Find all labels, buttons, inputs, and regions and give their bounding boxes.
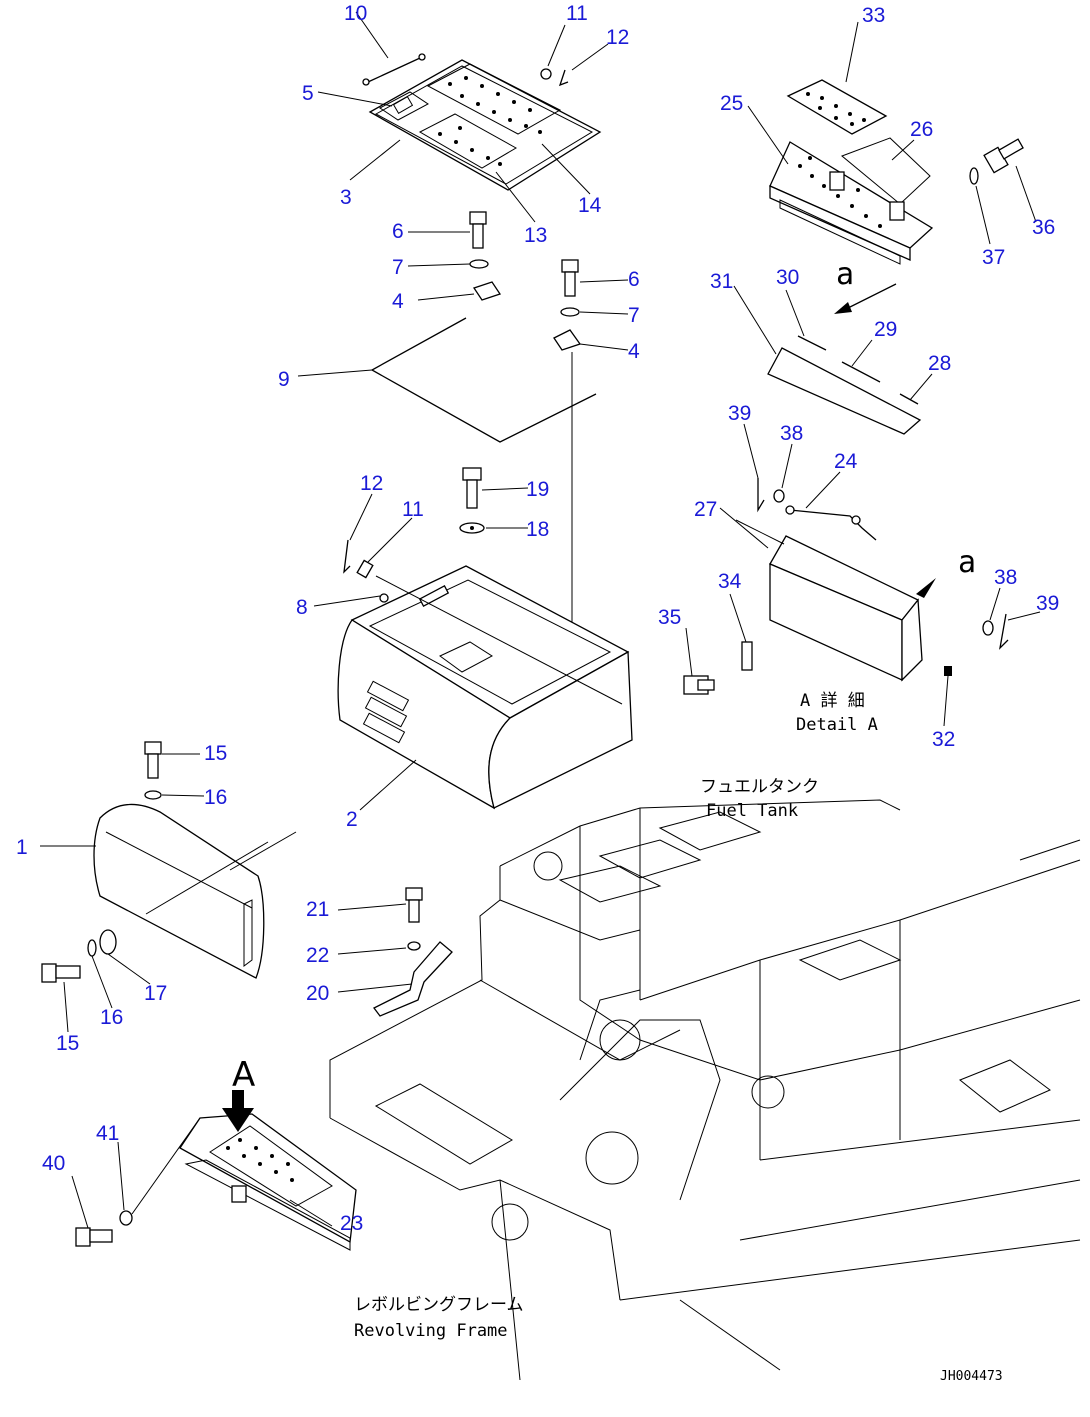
callout-13: 13 [524,224,547,247]
callout-10: 10 [344,2,367,25]
callout-5: 5 [302,82,314,105]
seal-9 [370,317,597,443]
callout-32: 32 [932,728,955,751]
drawing-code: JH004473 [940,1369,1003,1384]
callout-33: 33 [862,4,885,27]
callout-31: 31 [710,270,733,293]
callout-8: 8 [296,596,308,619]
bolt-19 [459,467,485,534]
callout-34: 34 [718,570,742,593]
callout-26: 26 [910,118,933,141]
callout-39: 39 [1036,592,1059,615]
callout-17: 17 [144,982,167,1005]
callout-25: 25 [720,92,743,115]
bolt-6-left [469,211,502,301]
bolt-6-right [553,259,582,640]
callout-6: 6 [628,268,640,291]
callout-18: 18 [526,518,549,541]
callout-37: 37 [982,246,1005,269]
callout-6: 6 [392,220,404,243]
callout-28: 28 [928,352,951,375]
revolving-frame [329,799,1081,1381]
detail-a-en: Detail A [796,715,878,735]
bracket-20 [373,887,453,1017]
fuel-tank-en: Fuel Tank [706,801,798,821]
callout-9: 9 [278,368,290,391]
battery-box-2 [337,565,633,810]
callout-11: 11 [566,2,588,25]
callout-15: 15 [56,1032,79,1055]
callout-35: 35 [658,606,681,629]
fuel-tank-jp: フュエルタンク [700,777,819,797]
callout-36: 36 [1032,216,1055,239]
callout-4: 4 [628,340,640,363]
callout-15: 15 [204,742,227,765]
callout-numbers: 10 11 12 5 3 13 14 6 7 4 6 7 4 9 19 18 1… [16,2,1059,1235]
callout-19: 19 [526,478,549,501]
inner-cover-31 [767,283,922,435]
callout-7: 7 [392,256,404,279]
callout-3: 3 [340,186,352,209]
callout-1: 1 [16,836,28,859]
callout-16: 16 [100,1006,123,1029]
callout-2: 2 [346,808,358,831]
callout-27: 27 [694,498,717,521]
callout-24: 24 [834,450,858,473]
side-cover-1 [41,741,297,983]
pin-12-left [343,539,351,574]
revolving-frame-jp: レボルビングフレーム [354,1295,524,1315]
nut-11-left [356,559,374,579]
callout-30: 30 [776,266,799,289]
callout-29: 29 [874,318,897,341]
step-23 [75,1090,357,1251]
callout-40: 40 [42,1152,65,1175]
callout-21: 21 [306,898,329,921]
callout-12: 12 [360,472,383,495]
callout-38: 38 [994,566,1017,589]
view-marker-a: a [836,257,854,292]
callout-16: 16 [204,786,227,809]
view-marker-a-2: a [958,545,976,580]
callout-39: 39 [728,402,751,425]
arrow-a-label: A [232,1055,255,1095]
callout-41: 41 [96,1122,119,1145]
callout-4: 4 [392,290,404,313]
drawing-labels: a a A 詳 細 Detail A フュエルタンク Fuel Tank A レ… [232,257,1003,1384]
callout-14: 14 [578,194,602,217]
callout-23: 23 [340,1212,363,1235]
callout-11: 11 [402,498,424,521]
callout-22: 22 [306,944,329,967]
callout-38: 38 [780,422,803,445]
top-cover-assembly [362,53,602,191]
leader-lines [40,11,1041,1229]
callout-12: 12 [606,26,629,49]
step-cover-25 [769,79,1024,265]
battery-case-27 [683,478,1009,695]
callout-20: 20 [306,982,329,1005]
detail-a-jp: A 詳 細 [800,691,865,711]
callout-7: 7 [628,304,640,327]
revolving-frame-en: Revolving Frame [354,1321,508,1341]
